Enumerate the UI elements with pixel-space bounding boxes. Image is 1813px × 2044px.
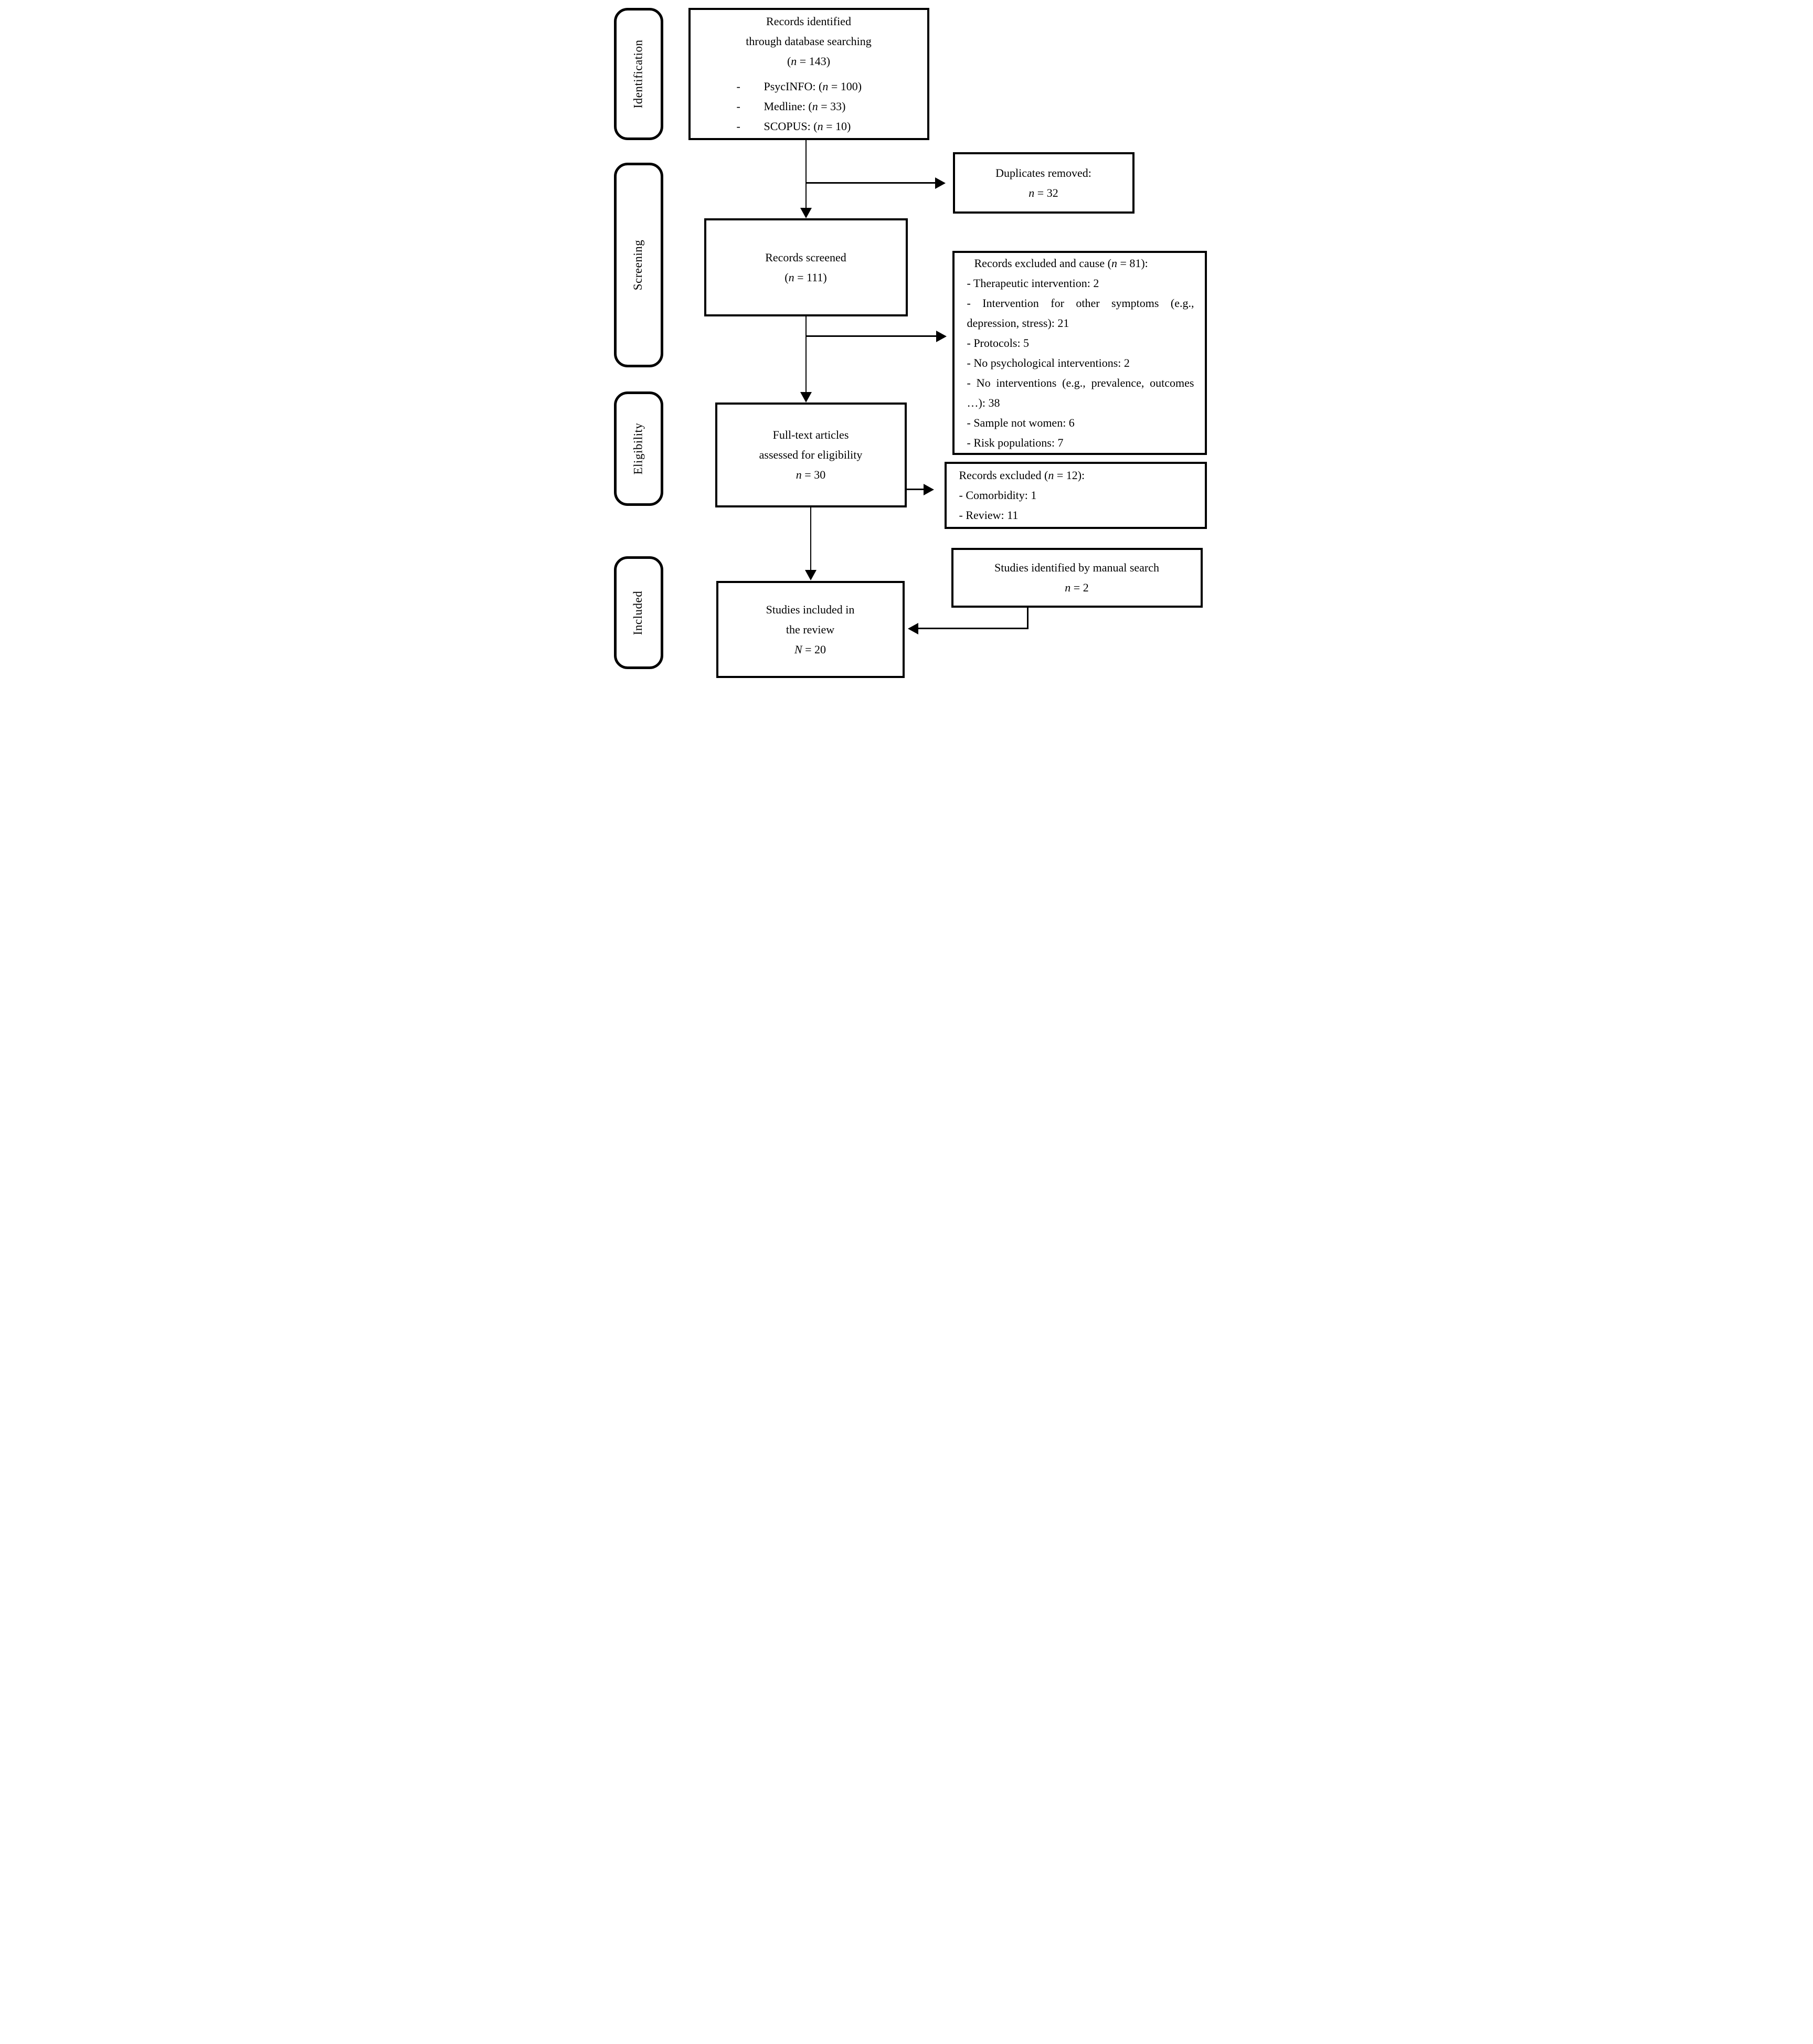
connector-manual-to-included <box>917 628 1029 629</box>
box-duplicates-removed: Duplicates removed: n = 32 <box>952 152 1135 214</box>
database-item: - SCOPUS: (n = 10) <box>691 117 927 136</box>
connector-to-duplicates <box>805 182 935 184</box>
arrowhead-into-fulltext <box>800 392 812 403</box>
excluded-reason: - Sample not women: 6 <box>967 416 1075 429</box>
box-records-excluded-eligibility: Records excluded (n = 12): - Comorbidity… <box>944 462 1207 529</box>
stage-included: Included <box>613 556 663 669</box>
box-records-identified: Records identified through database sear… <box>688 8 929 140</box>
excluded-reason: - Review: 11 <box>959 509 1019 522</box>
database-psycinfo: PsycINFO: (n = 100) <box>764 80 862 93</box>
screened-line2: (n = 111) <box>784 270 827 284</box>
records-identified-line1: Records identified <box>766 15 851 28</box>
arrowhead-into-screened <box>800 208 812 218</box>
stage-identification-label: Identification <box>631 39 645 109</box>
prisma-flow-diagram: Identification Screening Eligibility Inc… <box>604 0 1209 682</box>
records-identified-line2: through database searching <box>746 35 872 48</box>
duplicates-line1: Duplicates removed: <box>995 166 1091 179</box>
connector-to-excluded-screening <box>805 335 936 337</box>
bullet-dash: - <box>736 100 740 113</box>
excluded-reason: - No interventions (e.g., prevalence, ou… <box>967 376 1194 409</box>
arrowhead-into-excluded-eligibility <box>923 484 934 495</box>
bullet-dash: - <box>736 120 740 133</box>
stage-included-label: Included <box>631 590 645 635</box>
box-manual-search: Studies identified by manual search n = … <box>951 548 1203 608</box>
stage-screening: Screening <box>613 163 663 367</box>
manual-line2: n = 2 <box>1065 581 1089 594</box>
arrowhead-into-excluded-screening <box>936 331 947 342</box>
stage-eligibility: Eligibility <box>613 391 663 506</box>
box-records-screened: Records screened (n = 111) <box>704 218 908 316</box>
fulltext-line2: assessed for eligibility <box>759 448 863 461</box>
excluded-reason: - Risk populations: 7 <box>967 436 1064 449</box>
excluded-reason: - No psychological interventions: 2 <box>967 356 1130 369</box>
arrowhead-into-duplicates <box>935 177 946 189</box>
records-identified-line3: (n = 143) <box>787 55 831 68</box>
excluded-reason: - Therapeutic intervention: 2 <box>967 276 1099 290</box>
connector-to-excluded-eligibility <box>906 489 924 490</box>
fulltext-line3: n = 30 <box>796 468 826 481</box>
connector-fulltext-to-included <box>810 507 811 570</box>
connector-manual-down <box>1026 608 1029 629</box>
box-fulltext-assessed: Full-text articles assessed for eligibil… <box>715 403 907 507</box>
bullet-dash: - <box>736 80 740 93</box>
arrowhead-into-included-from-manual <box>907 623 918 634</box>
included-line2: the review <box>786 622 835 636</box>
connector-identified-to-screened <box>805 140 807 208</box>
fulltext-line1: Full-text articles <box>772 428 849 441</box>
database-scopus: SCOPUS: (n = 10) <box>764 120 851 133</box>
excluded-reason: - Comorbidity: 1 <box>959 489 1037 502</box>
excluded-screening-header: Records excluded and cause (n = 81): <box>974 256 1148 270</box>
included-line3: N = 20 <box>794 642 826 656</box>
stage-identification: Identification <box>613 8 663 140</box>
stage-screening-label: Screening <box>631 239 645 291</box>
stage-eligibility-label: Eligibility <box>631 422 645 475</box>
duplicates-line2: n = 32 <box>1029 186 1058 199</box>
included-line1: Studies included in <box>766 602 855 616</box>
database-medline: Medline: (n = 33) <box>764 100 846 113</box>
excluded-reason: - Protocols: 5 <box>967 336 1030 350</box>
box-records-excluded-screening: Records excluded and cause (n = 81): - T… <box>952 251 1207 455</box>
arrowhead-into-included <box>804 570 817 580</box>
database-item: - PsycINFO: (n = 100) <box>691 77 927 97</box>
excluded-eligibility-header: Records excluded (n = 12): <box>959 469 1085 482</box>
manual-line1: Studies identified by manual search <box>994 561 1160 574</box>
connector-screened-to-fulltext <box>805 316 807 393</box>
box-studies-included: Studies included in the review N = 20 <box>716 581 905 678</box>
database-item: - Medline: (n = 33) <box>691 97 927 117</box>
screened-line1: Records screened <box>765 250 846 264</box>
excluded-reason: - Intervention for other symptoms (e.g.,… <box>967 296 1194 330</box>
